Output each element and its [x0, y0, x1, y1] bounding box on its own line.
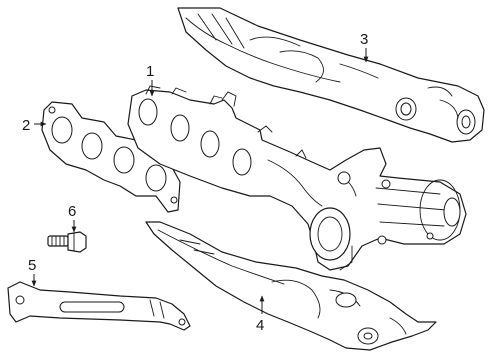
- callout-1: 1: [146, 63, 155, 97]
- callout-4-label: 4: [256, 317, 264, 334]
- manifold-gasket: [41, 101, 181, 213]
- callout-2-label: 2: [22, 117, 30, 134]
- lower-heat-shield: [145, 221, 437, 351]
- callout-6: 6: [68, 203, 77, 233]
- callout-4: 4: [256, 295, 265, 334]
- callout-1-label: 1: [146, 63, 154, 80]
- manifold-bracket: [7, 281, 191, 331]
- callout-3-label: 3: [360, 31, 368, 48]
- callout-2: 2: [22, 117, 47, 134]
- callout-6-label: 6: [68, 203, 76, 220]
- callout-5: 5: [28, 257, 37, 287]
- exhaust-manifold: [127, 85, 467, 271]
- stud-bolt: [47, 231, 87, 253]
- callout-5-label: 5: [28, 257, 36, 274]
- callout-3: 3: [360, 31, 369, 63]
- upper-heat-shield: [177, 7, 485, 143]
